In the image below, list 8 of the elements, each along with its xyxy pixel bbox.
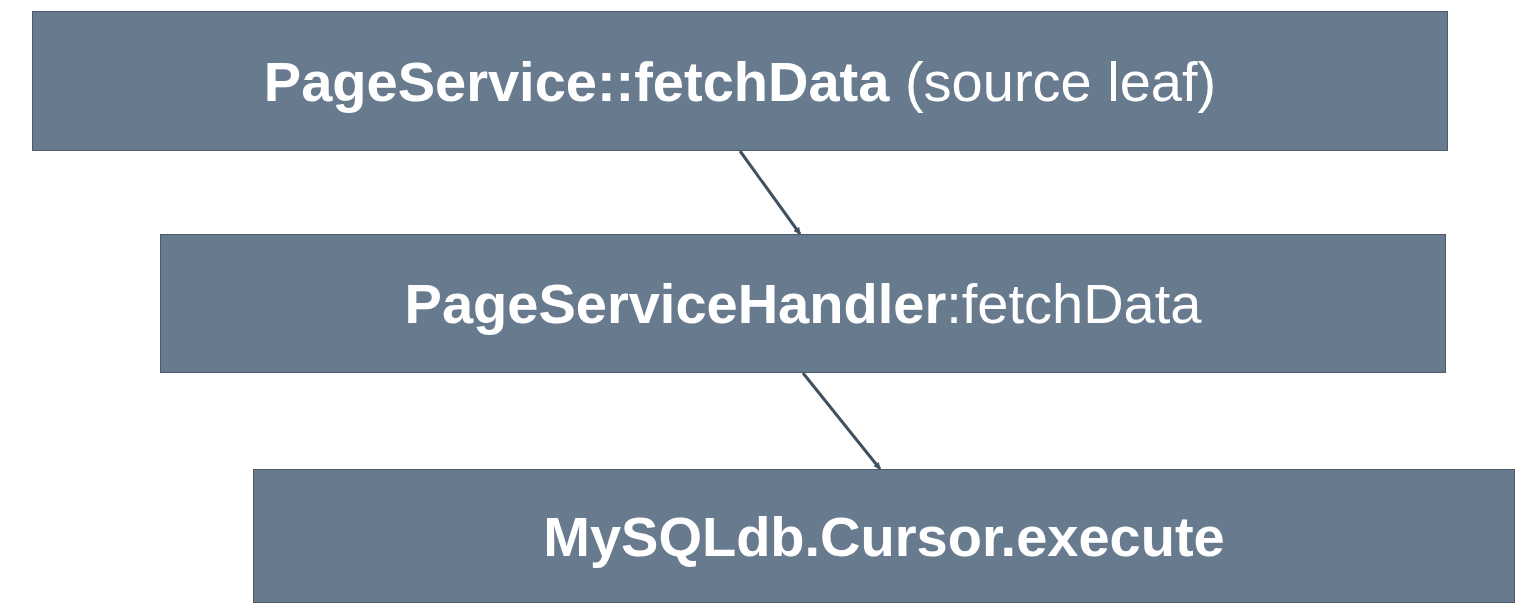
arrow	[801, 372, 882, 470]
process-box	[253, 469, 1515, 603]
process-box	[32, 11, 1448, 151]
arrow	[738, 150, 802, 235]
box-label: MySQLdb.Cursor.execute	[543, 503, 1225, 569]
box-label: PageServiceHandler:fetchData	[404, 271, 1202, 336]
process-box	[160, 234, 1446, 373]
box-label: PageService::fetchData (source leaf)	[263, 48, 1217, 114]
